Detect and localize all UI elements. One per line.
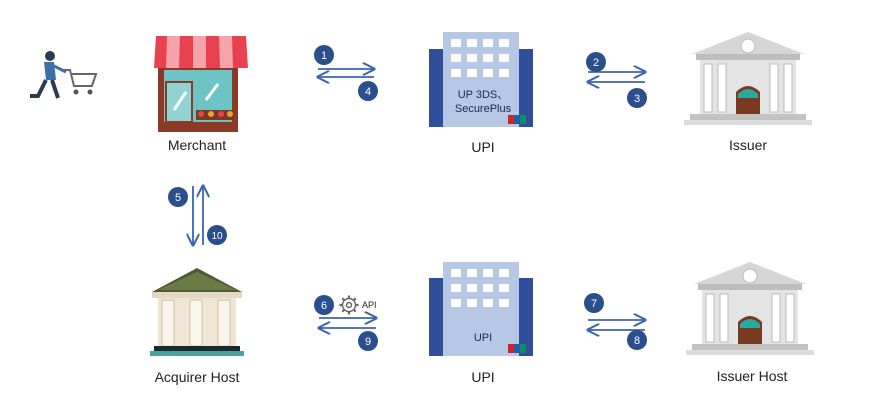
merchant-store-icon — [154, 36, 248, 132]
upi-building-bottom-icon — [429, 262, 533, 356]
upi-bottom-inner-label: UPI — [474, 332, 492, 344]
step-6-label: 6 — [321, 300, 327, 312]
step-circle-4: 4 — [358, 81, 378, 101]
step-10-label: 10 — [211, 231, 223, 242]
acquirer-host-label: Acquirer Host — [155, 369, 240, 385]
step-circle-1: 1 — [314, 45, 334, 65]
upi-top-inner-line1: UP 3DS、 — [458, 89, 509, 101]
step-5-label: 5 — [175, 192, 181, 204]
api-label: API — [362, 300, 377, 310]
step-circle-8: 8 — [627, 330, 647, 350]
step-2-label: 2 — [593, 57, 599, 69]
step-3-label: 3 — [634, 93, 640, 105]
upi-bottom-label: UPI — [471, 369, 494, 385]
step-8-label: 8 — [634, 335, 640, 347]
step-circle-9: 9 — [358, 331, 378, 351]
step-circle-6: 6 — [314, 295, 334, 315]
acquirer-bank-icon — [150, 268, 244, 356]
step-circle-10: 10 — [207, 225, 227, 245]
step-7-label: 7 — [591, 298, 597, 310]
merchant-label: Merchant — [168, 137, 226, 153]
step-4-label: 4 — [365, 86, 371, 98]
gear-icon — [339, 295, 359, 315]
shopper-icon — [30, 51, 98, 99]
step-1-label: 1 — [321, 50, 327, 62]
upi-top-label: UPI — [471, 139, 494, 155]
step-9-label: 9 — [365, 336, 371, 348]
step-circle-7: 7 — [584, 293, 604, 313]
step-circle-2: 2 — [586, 52, 606, 72]
issuer-host-label: Issuer Host — [717, 368, 788, 384]
upi-building-top-icon — [429, 32, 533, 127]
issuer-host-bank-icon — [686, 262, 814, 355]
step-circle-5: 5 — [168, 187, 188, 207]
upi-top-inner-line2: SecurePlus — [455, 103, 512, 115]
issuer-label: Issuer — [729, 137, 767, 153]
issuer-bank-icon — [684, 32, 812, 125]
step-circle-3: 3 — [627, 88, 647, 108]
